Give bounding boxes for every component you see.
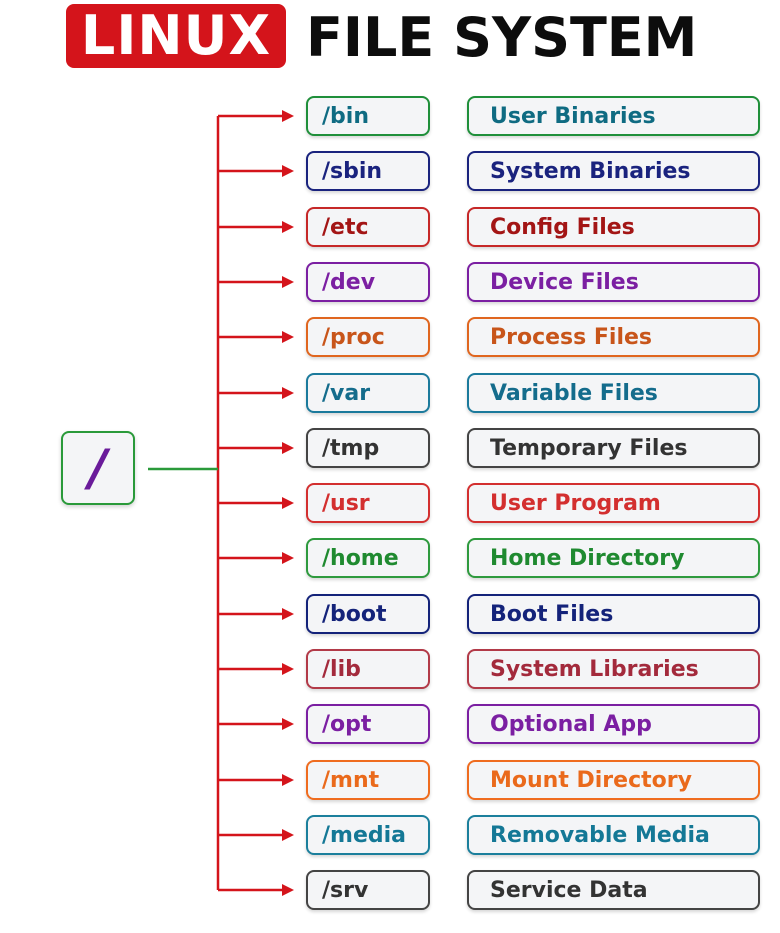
arrow-head-icon — [282, 165, 294, 177]
directory-description-box: Device Files — [467, 262, 760, 302]
title-rest: FILE SYSTEM — [306, 6, 698, 69]
directory-description-box: Optional App — [467, 704, 760, 744]
root-directory-box: / — [61, 431, 135, 505]
directory-box: /tmp — [306, 428, 430, 468]
root-directory-label: / — [88, 439, 108, 497]
directory-description-box: System Binaries — [467, 151, 760, 191]
directory-box: /mnt — [306, 760, 430, 800]
directory-box: /sbin — [306, 151, 430, 191]
arrow-head-icon — [282, 774, 294, 786]
directory-description-box: User Binaries — [467, 96, 760, 136]
directory-box: /boot — [306, 594, 430, 634]
arrow-head-icon — [282, 663, 294, 675]
directory-description-box: Service Data — [467, 870, 760, 910]
directory-box: /var — [306, 373, 430, 413]
directory-description-box: Removable Media — [467, 815, 760, 855]
title-highlight: LINUX — [80, 4, 272, 67]
arrow-head-icon — [282, 331, 294, 343]
directory-description-box: User Program — [467, 483, 760, 523]
title-highlight-badge: LINUX — [66, 4, 286, 68]
directory-description-box: Config Files — [467, 207, 760, 247]
directory-box: /home — [306, 538, 430, 578]
directory-description-box: Temporary Files — [467, 428, 760, 468]
directory-box: /proc — [306, 317, 430, 357]
arrow-head-icon — [282, 387, 294, 399]
arrow-head-icon — [282, 442, 294, 454]
arrow-head-icon — [282, 608, 294, 620]
directory-description-box: Mount Directory — [467, 760, 760, 800]
directory-box: /opt — [306, 704, 430, 744]
directory-description-box: Boot Files — [467, 594, 760, 634]
directory-description-box: Variable Files — [467, 373, 760, 413]
arrow-head-icon — [282, 276, 294, 288]
arrow-head-icon — [282, 718, 294, 730]
directory-description-box: Home Directory — [467, 538, 760, 578]
directory-box: /media — [306, 815, 430, 855]
directory-description-box: Process Files — [467, 317, 760, 357]
directory-box: /srv — [306, 870, 430, 910]
directory-box: /dev — [306, 262, 430, 302]
arrow-head-icon — [282, 884, 294, 896]
directory-description-box: System Libraries — [467, 649, 760, 689]
arrow-head-icon — [282, 221, 294, 233]
arrow-head-icon — [282, 552, 294, 564]
arrow-head-icon — [282, 497, 294, 509]
directory-box: /lib — [306, 649, 430, 689]
directory-box: /bin — [306, 96, 430, 136]
directory-box: /usr — [306, 483, 430, 523]
arrow-head-icon — [282, 829, 294, 841]
arrow-head-icon — [282, 110, 294, 122]
directory-box: /etc — [306, 207, 430, 247]
